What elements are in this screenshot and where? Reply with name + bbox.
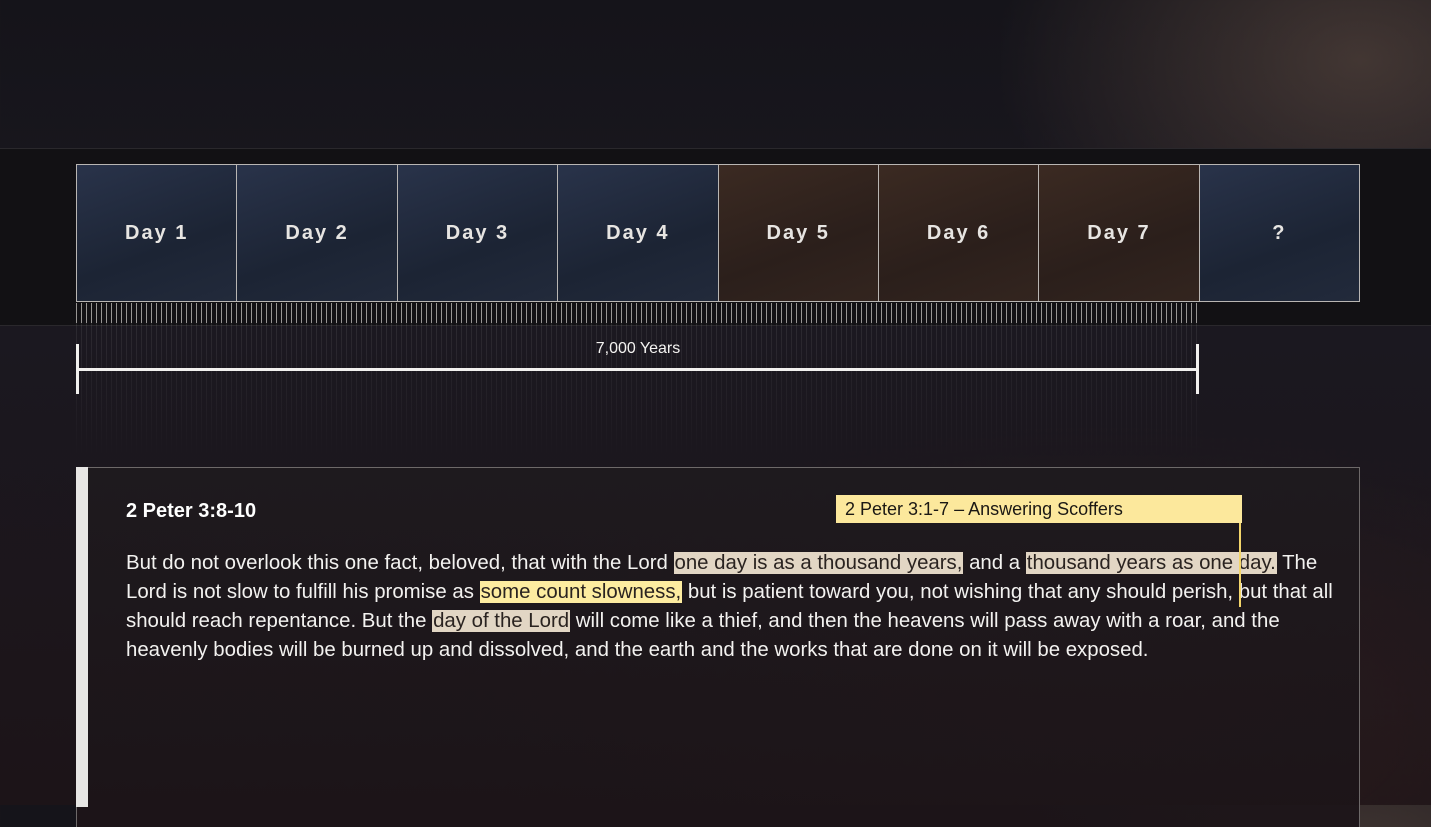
highlighted-phrase: thousand years as one day. [1025,552,1277,574]
passage-text: but is patient toward you, not wishing t… [126,581,1333,632]
day-box-1: Day 1 [77,165,238,301]
callout-connector-line [1239,495,1241,607]
day-box-6: Day 6 [878,165,1040,301]
highlighted-phrase: some count slowness, [479,581,683,603]
highlighted-phrase: day of the Lord [432,610,571,632]
scripture-passage: But do not overlook this one fact, belov… [126,549,1341,665]
day-box-7: Day 7 [1039,165,1200,301]
day-box-5: Day 5 [718,165,879,301]
day-box-3: Day 3 [397,165,559,301]
span-bracket-line [77,368,1198,371]
callout-note: 2 Peter 3:1-7 – Answering Scoffers [836,495,1242,523]
passage-text: and a [963,552,1026,574]
day-box-2: Day 2 [237,165,398,301]
day-box-8: ? [1199,165,1359,301]
span-bracket-right [1196,344,1199,394]
passage-text: But do not overlook this one fact, belov… [126,552,674,574]
passage-text: The Lord is not slow to fulfill his prom… [126,552,1318,603]
passage-text: will come like a thief, and then the hea… [126,610,1280,661]
day-box-4: Day 4 [558,165,719,301]
span-label: 7,000 Years [595,340,681,357]
tick-fade-decoration [76,323,1198,463]
scripture-panel [76,467,1360,827]
scripture-panel-accent-bar [76,467,88,807]
scripture-reference: 2 Peter 3:8-10 [126,500,257,522]
highlighted-phrase: one day is as a thousand years, [673,552,964,574]
year-tick-marks [76,303,1198,323]
